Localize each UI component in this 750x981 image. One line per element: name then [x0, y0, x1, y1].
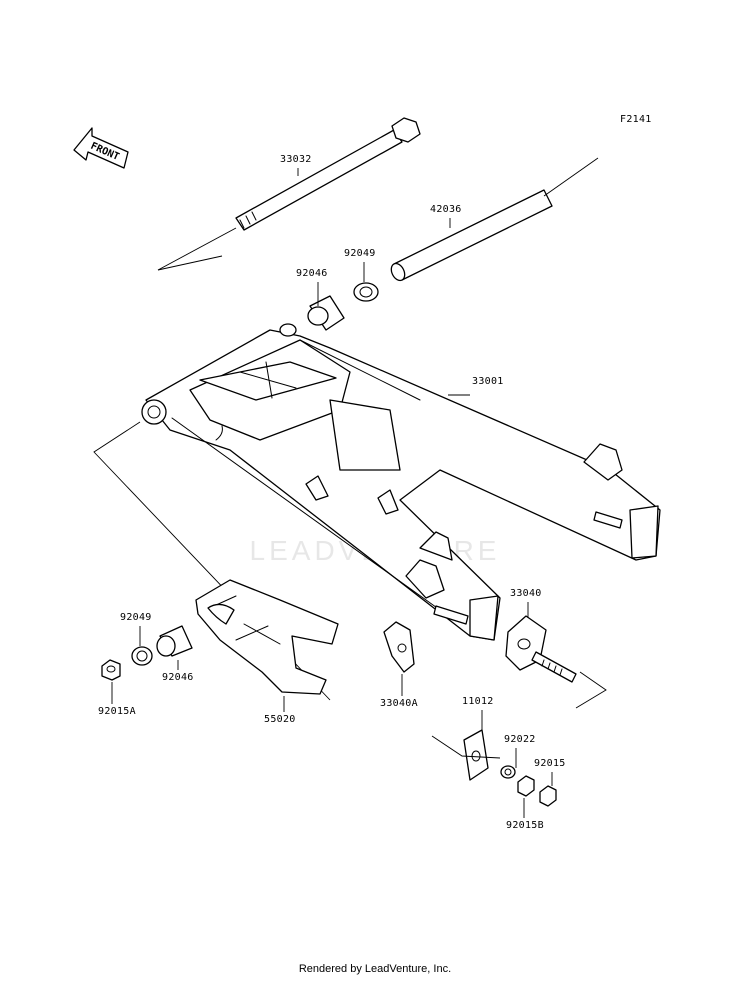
label-33040a: 33040A [380, 698, 418, 709]
part-92015-nut [539, 785, 557, 807]
label-92046-left: 92046 [162, 672, 194, 683]
part-33032-pivot-shaft [157, 117, 421, 271]
part-92046-bearing-left [156, 625, 193, 657]
front-arrow-icon: FRONT [73, 127, 129, 169]
part-92049-seal-left [131, 646, 153, 666]
part-33040-chain-adjuster [505, 615, 607, 709]
label-92049-left: 92049 [120, 612, 152, 623]
label-11012: 11012 [462, 696, 494, 707]
part-labels: 33032 42036 92049 92046 33001 33040 9204… [98, 154, 566, 831]
label-33032: 33032 [280, 154, 312, 165]
part-92015a-nut [101, 659, 121, 681]
part-92022-washer [500, 765, 516, 779]
diagram-id: F2141 [620, 114, 652, 125]
label-92022: 92022 [504, 734, 536, 745]
footer-credit: Rendered by LeadVenture, Inc. [298, 963, 452, 975]
part-33040a-bracket [383, 621, 415, 673]
part-33001-swingarm [93, 323, 661, 701]
part-92049-seal-upper [353, 282, 379, 302]
label-42036: 42036 [430, 204, 462, 215]
part-42036-collar [390, 157, 599, 282]
part-92015b-nut [517, 775, 535, 797]
label-33001: 33001 [472, 376, 504, 387]
part-11012-plate [431, 729, 501, 781]
label-55020: 55020 [264, 714, 296, 725]
label-33040: 33040 [510, 588, 542, 599]
label-92046-upper: 92046 [296, 268, 328, 279]
label-92015a: 92015A [98, 706, 136, 717]
part-92046-bearing-upper [307, 295, 345, 331]
label-92015b: 92015B [506, 820, 544, 831]
part-55020-chain-guard [195, 579, 339, 695]
label-92015: 92015 [534, 758, 566, 769]
label-92049-upper: 92049 [344, 248, 376, 259]
